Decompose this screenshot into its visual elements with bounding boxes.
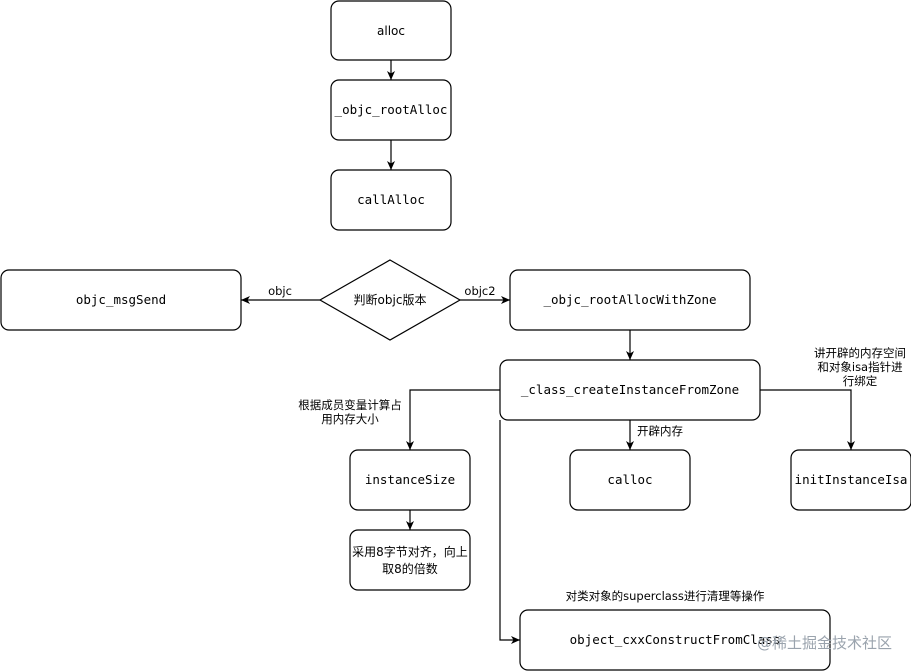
- node-alloc-box[interactable]: [330, 0, 452, 61]
- node-rootallocwithzone-label: _objc_rootAllocWithZone: [543, 292, 716, 307]
- watermark-text: @稀土掘金技术社区: [757, 634, 892, 652]
- node-msgsend-label: objc_msgSend: [76, 292, 166, 307]
- node-calloc-box[interactable]: [569, 449, 691, 511]
- edge-label-isa-line2: 和对象isa指针进: [817, 360, 903, 374]
- node-createinstance-label: _class_createInstanceFromZone: [521, 382, 739, 397]
- node-cxx-box[interactable]: [519, 609, 831, 671]
- node-msgsend-box[interactable]: [0, 269, 242, 331]
- node-initisa-label: initInstanceIsa: [795, 472, 908, 487]
- node-calloc-label: calloc: [607, 472, 652, 487]
- node-createinstance-box[interactable]: [499, 359, 761, 421]
- edge-label-superclass-op: 对类对象的superclass进行清理等操作: [566, 589, 765, 603]
- node-align8-label-line2: 取8的倍数: [382, 561, 438, 576]
- node-decision-diamond[interactable]: [318, 259, 462, 341]
- edge-label-objc: objc: [268, 284, 292, 298]
- node-callalloc-label: callAlloc: [357, 192, 425, 207]
- node-decision-label: 判断objc版本: [354, 292, 427, 307]
- node-instancesize-label: instanceSize: [365, 472, 455, 487]
- node-initisa-box[interactable]: [790, 449, 911, 511]
- node-cxx-label: object_cxxConstructFromClass: [570, 632, 781, 647]
- node-rootalloc-label: _objc_rootAlloc: [335, 102, 448, 117]
- edge-label-isa-line1: 讲开辟的内存空间: [814, 346, 906, 360]
- edge-label-memsize-line2: 用内存大小: [321, 412, 379, 426]
- edge-label-memsize-line1: 根据成员变量计算占: [298, 398, 402, 412]
- edge-createinstance-to-initisa: [760, 389, 855, 450]
- node-align8-label-line1: 采用8字节对齐，向上: [352, 544, 468, 559]
- edge-label-isa-line3: 行绑定: [843, 374, 878, 388]
- node-align8-box[interactable]: [349, 529, 471, 591]
- node-rootallocwithzone-box[interactable]: [509, 269, 751, 331]
- node-instancesize-box[interactable]: [349, 449, 471, 511]
- node-rootalloc-box[interactable]: [330, 79, 452, 141]
- edge-createinstance-to-instancesize: [406, 389, 500, 450]
- node-alloc-label: alloc: [377, 24, 405, 38]
- node-callalloc-box[interactable]: [330, 169, 452, 231]
- edge-label-objc2: objc2: [464, 284, 495, 298]
- edge-label-open-mem: 开辟内存: [637, 424, 683, 438]
- edge-createinstance-to-cxx: [499, 420, 520, 644]
